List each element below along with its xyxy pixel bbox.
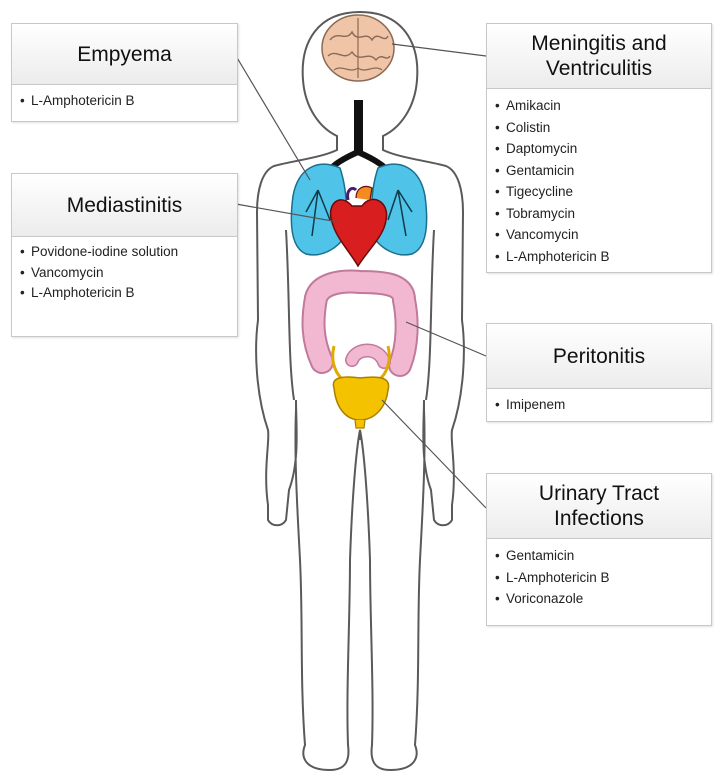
list-item: Voriconazole [495,588,705,610]
list-item: L-Amphotericin B [495,567,705,589]
connector-peritonitis [405,321,487,357]
peritonitis-title: Peritonitis [487,324,711,389]
list-item: Imipenem [495,395,705,415]
empyema-box: Empyema L-Amphotericin B [11,23,238,122]
list-item: Tobramycin [495,203,705,225]
list-item: Gentamicin [495,160,705,182]
urinary-title: Urinary Tract Infections [487,474,711,539]
list-item: L-Amphotericin B [20,91,231,111]
meningitis-list: Amikacin Colistin Daptomycin Gentamicin … [487,89,711,271]
mediastinitis-box: Mediastinitis Povidone-iodine solution V… [11,173,238,337]
urinary-title-line1: Urinary Tract [538,482,660,505]
list-item: Vancomycin [20,263,231,283]
list-item: Povidone-iodine solution [20,243,201,261]
connector-urinary [381,399,487,509]
left-arm-inner-line [285,229,295,401]
peritonitis-box: Peritonitis Imipenem [486,323,712,422]
connector-lines [235,43,487,509]
brain-icon [321,14,395,82]
list-item: Vancomycin [495,224,705,246]
urinary-list: Gentamicin L-Amphotericin B Voriconazole [487,539,711,614]
list-item: L-Amphotericin B [495,246,705,268]
mediastinitis-title: Mediastinitis [12,174,237,237]
empyema-title: Empyema [12,24,237,85]
meningitis-title: Meningitis and Ventriculitis [487,24,711,89]
heart-icon [329,185,388,268]
list-item: Gentamicin [495,545,705,567]
meningitis-box: Meningitis and Ventriculitis Amikacin Co… [486,23,712,273]
connector-empyema [235,55,311,181]
list-item: Colistin [495,117,705,139]
meningitis-title-line2: Ventriculitis [545,57,653,80]
meningitis-title-line1: Meningitis and [531,32,667,55]
connector-meningitis [391,43,487,57]
peritonitis-list: Imipenem [487,389,711,419]
list-item: Daptomycin [495,138,705,160]
empyema-list: L-Amphotericin B [12,85,237,115]
colon-icon [301,269,419,377]
list-item: L-Amphotericin B [20,283,231,303]
urinary-title-line2: Infections [554,507,644,530]
list-item: Amikacin [495,95,705,117]
urinary-box: Urinary Tract Infections Gentamicin L-Am… [486,473,712,626]
connector-mediastinitis [235,203,339,223]
list-item: Tigecycline [495,181,705,203]
mediastinitis-list: Povidone-iodine solution Vancomycin L-Am… [12,237,237,307]
bladder-icon [331,345,391,429]
right-arm-inner-line [425,229,435,401]
